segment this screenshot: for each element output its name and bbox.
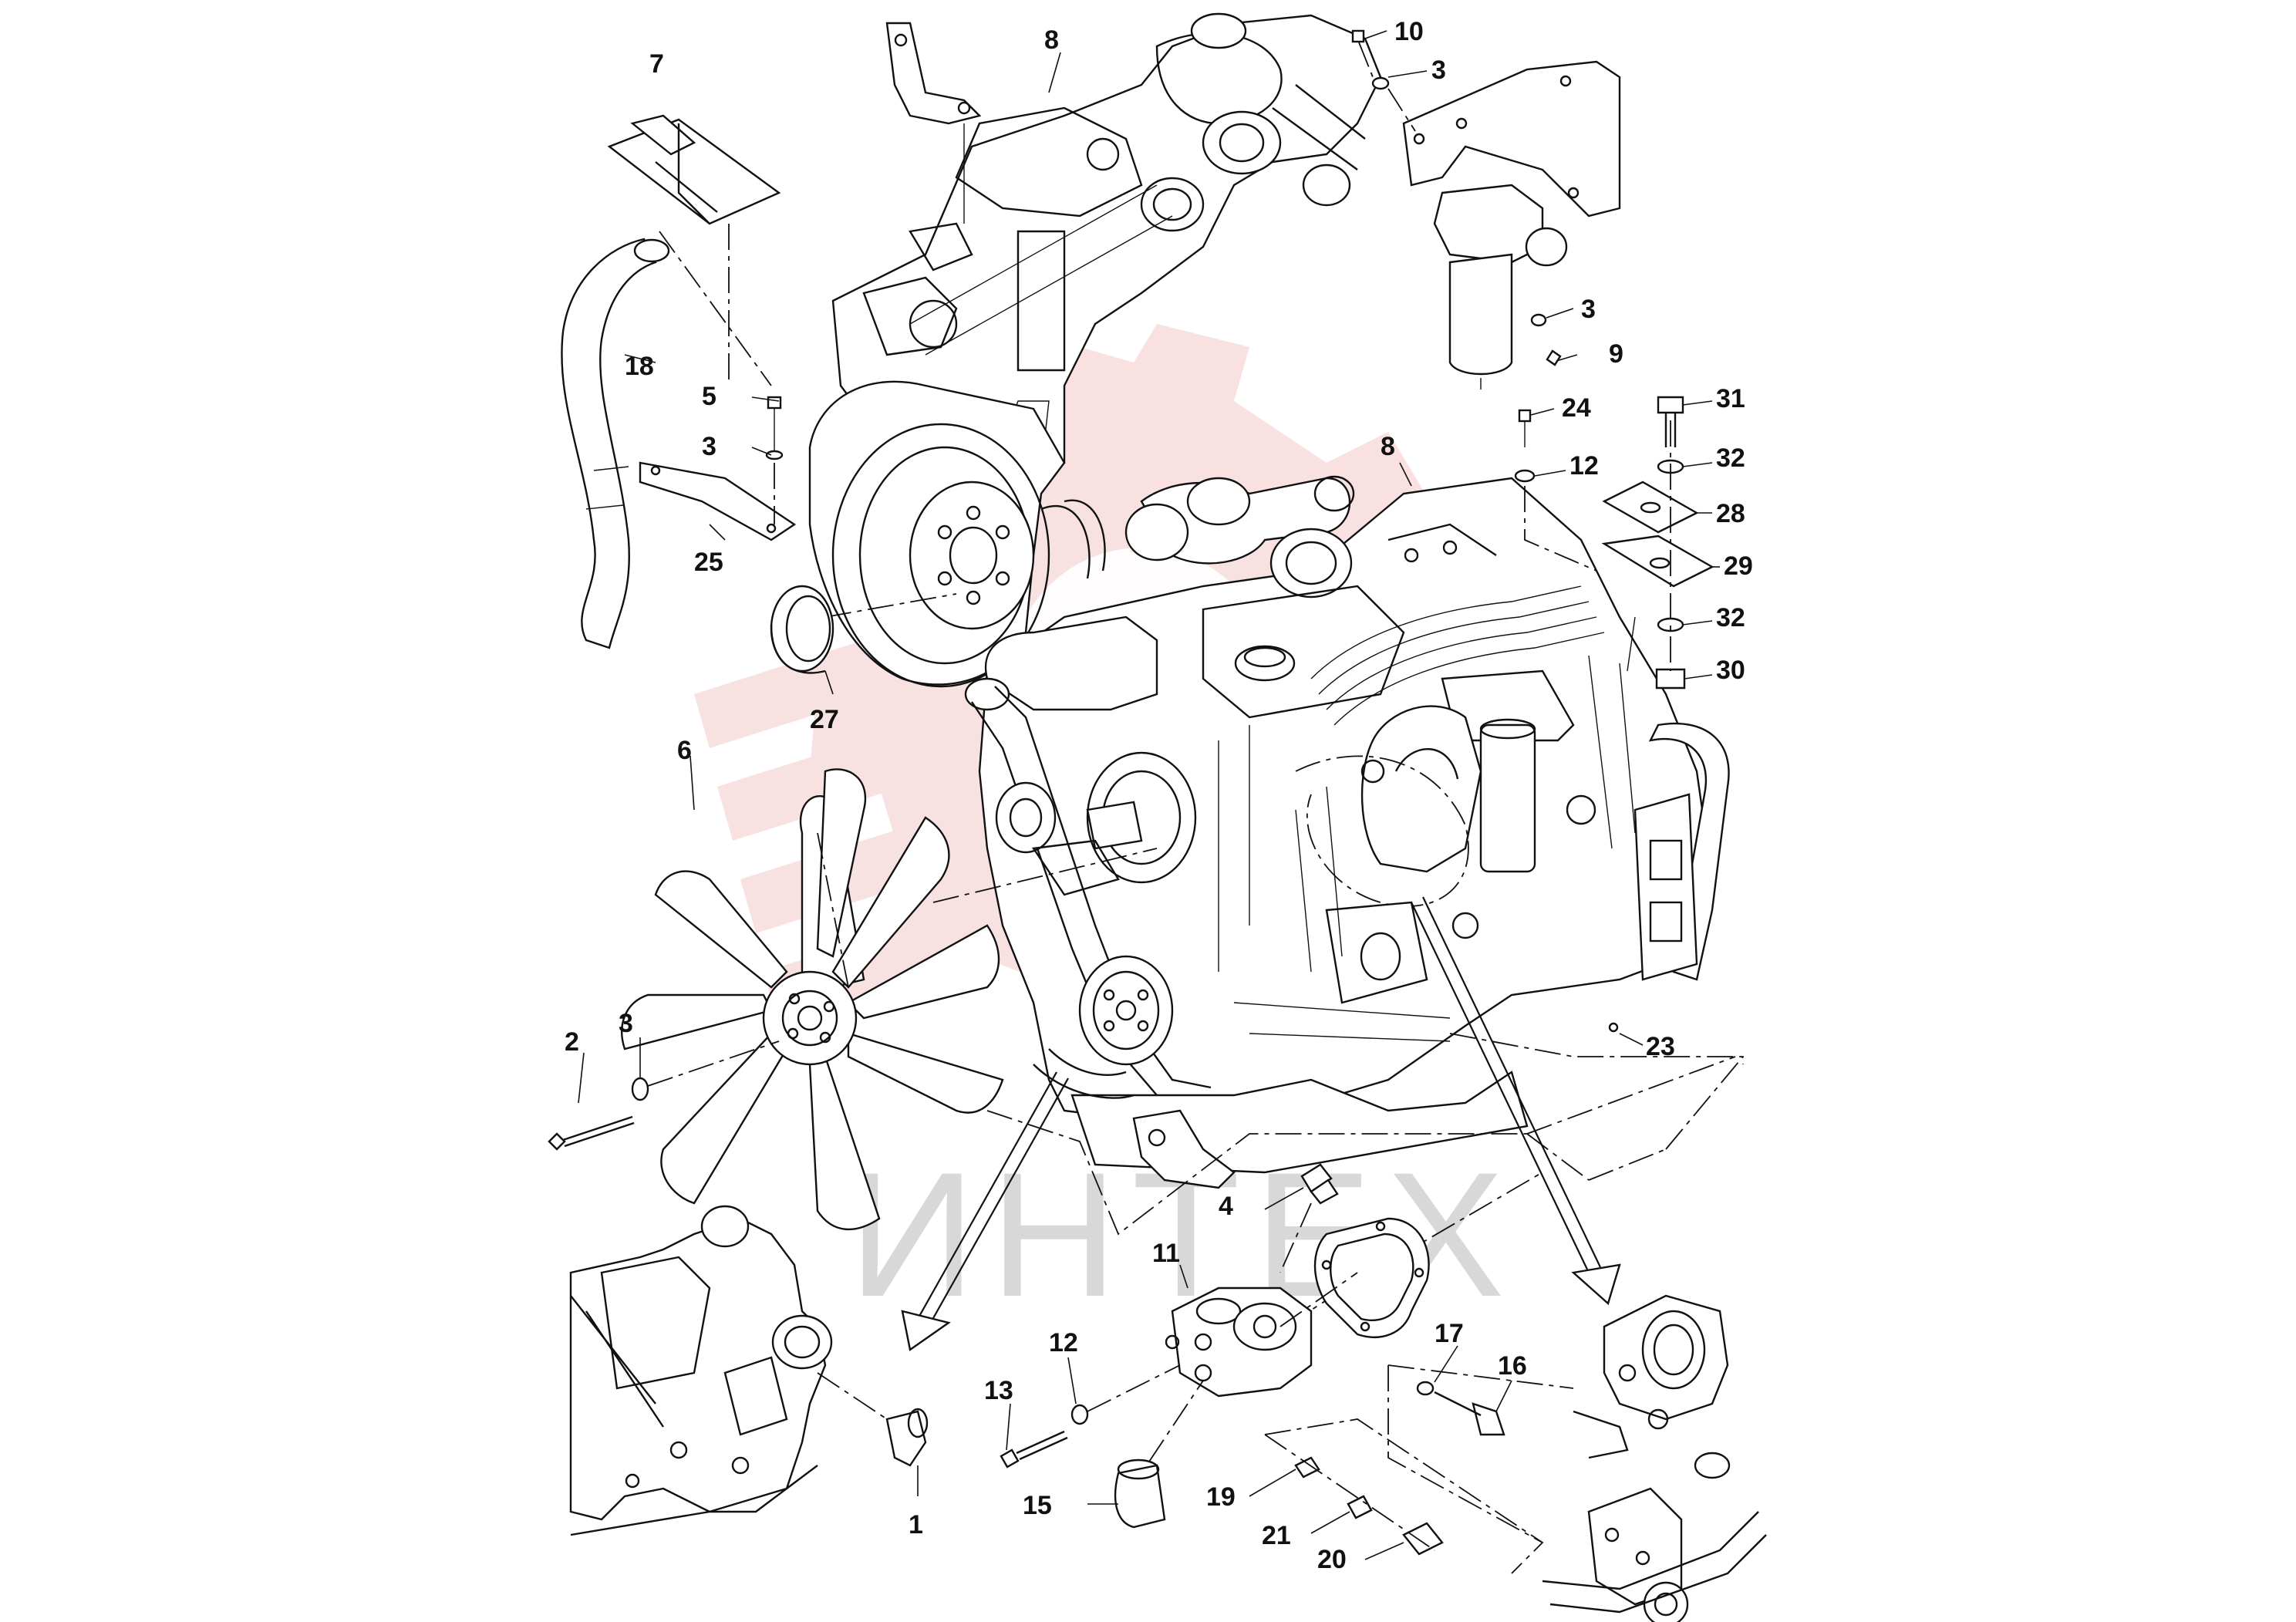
part-25-bracket xyxy=(639,461,797,541)
callout-23: 23 xyxy=(1646,1032,1675,1061)
part-11-pump xyxy=(1165,1272,1358,1398)
callout-32: 32 xyxy=(1716,603,1745,632)
part-fuel-filter-bracket xyxy=(1351,29,1621,389)
part-5-bolt xyxy=(765,396,784,524)
callout-6: 6 xyxy=(677,736,692,765)
callout-24: 24 xyxy=(1562,393,1591,423)
callout-28: 28 xyxy=(1716,499,1745,528)
callout-16: 16 xyxy=(1498,1351,1527,1381)
callout-27: 27 xyxy=(810,705,839,734)
part-8-main-engine xyxy=(964,475,1730,1189)
callout-29: 29 xyxy=(1724,551,1753,581)
callout-31: 31 xyxy=(1716,384,1745,413)
callout-8: 8 xyxy=(1381,432,1395,461)
part-2-bolt xyxy=(548,1040,780,1151)
callout-3: 3 xyxy=(619,1009,633,1038)
part-6-fan xyxy=(621,768,1004,1231)
part-8-top-engine xyxy=(831,12,1382,487)
part-15-elbow xyxy=(1114,1380,1204,1529)
callout-25: 25 xyxy=(694,548,723,577)
callout-labels: 7 8 10 3 3 9 18 5 3 25 8 24 12 31 32 28 … xyxy=(565,17,1753,1574)
callout-2: 2 xyxy=(565,1027,579,1057)
part-18-hose xyxy=(561,238,670,649)
callout-4: 4 xyxy=(1219,1192,1233,1221)
callout-8: 8 xyxy=(1044,25,1059,55)
leader-lines xyxy=(578,30,1720,1560)
callout-7: 7 xyxy=(649,49,664,79)
part-16-sensor xyxy=(1387,1364,1574,1543)
detail-view-left xyxy=(569,1205,929,1536)
callout-30: 30 xyxy=(1716,656,1745,685)
part-24-bolt-12-washer xyxy=(1514,409,1597,572)
gasket xyxy=(1313,1217,1430,1338)
part-4-sensor xyxy=(1279,1163,1339,1273)
part-23-pin xyxy=(1608,1022,1619,1033)
callout-12: 12 xyxy=(1569,451,1599,481)
callout-32: 32 xyxy=(1716,443,1745,473)
callout-9: 9 xyxy=(1609,339,1623,369)
callout-12: 12 xyxy=(1049,1328,1078,1357)
callout-15: 15 xyxy=(1023,1491,1052,1520)
callout-19: 19 xyxy=(1206,1482,1236,1512)
callout-3: 3 xyxy=(702,432,716,461)
detail-view-right xyxy=(1542,1294,1767,1622)
callout-5: 5 xyxy=(702,382,716,411)
callout-3: 3 xyxy=(1581,295,1596,324)
part-mount-stack xyxy=(1601,396,1714,690)
callout-18: 18 xyxy=(625,352,654,381)
part-13-bolt-12-washer xyxy=(1000,1364,1181,1469)
callout-3: 3 xyxy=(1431,56,1446,85)
part-27-seal xyxy=(770,585,834,674)
callout-17: 17 xyxy=(1435,1319,1464,1348)
callout-1: 1 xyxy=(909,1510,923,1539)
part-7-bracket xyxy=(607,114,781,386)
callout-21: 21 xyxy=(1262,1521,1291,1550)
callout-20: 20 xyxy=(1317,1545,1347,1574)
callout-13: 13 xyxy=(984,1376,1013,1405)
part-19-21-20-stack xyxy=(1264,1418,1544,1574)
detail-arrows xyxy=(901,896,1621,1352)
flywheel-assembly xyxy=(808,380,1106,688)
callout-11: 11 xyxy=(1152,1239,1180,1268)
callout-10: 10 xyxy=(1394,17,1424,46)
